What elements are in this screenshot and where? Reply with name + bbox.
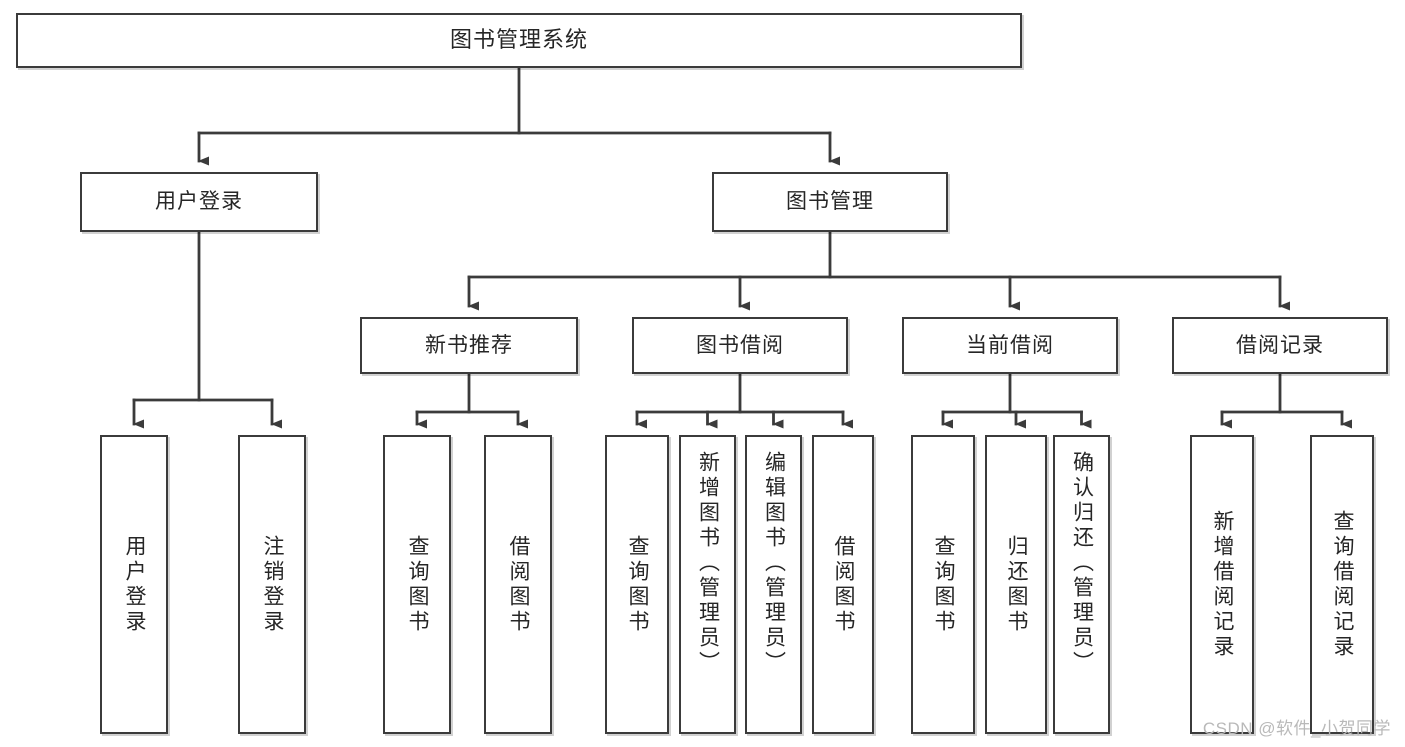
node-label: 借阅记录 <box>1236 333 1324 357</box>
leaf-node-label: 编辑图书（管理员） <box>762 451 786 676</box>
leaf-node-label: 查询图书 <box>406 534 430 635</box>
leaf-node[interactable]: 注销登录 <box>238 435 306 734</box>
leaf-node-label: 确认归还（管理员） <box>1070 451 1094 676</box>
watermark-text: CSDN @软件_小贺同学 <box>1202 719 1391 738</box>
leaf-node-label: 查询借阅记录 <box>1331 509 1355 660</box>
leaf-node-label: 归还图书 <box>1005 534 1029 635</box>
node-borrow-record[interactable]: 借阅记录 <box>1172 317 1388 374</box>
leaf-node-label: 借阅图书 <box>832 534 856 635</box>
node-label: 图书借阅 <box>696 333 784 357</box>
node-label: 图书管理系统 <box>449 27 588 53</box>
node-book-management[interactable]: 图书管理 <box>712 172 948 232</box>
leaf-node[interactable]: 新增图书（管理员） <box>679 435 736 734</box>
leaf-node[interactable]: 查询图书 <box>383 435 451 734</box>
leaf-node-label: 新增图书（管理员） <box>696 451 720 676</box>
leaf-node[interactable]: 借阅图书 <box>484 435 552 734</box>
leaf-node[interactable]: 用户登录 <box>100 435 168 734</box>
leaf-node-label: 查询图书 <box>932 534 956 635</box>
node-label: 用户登录 <box>155 190 243 214</box>
leaf-node[interactable]: 借阅图书 <box>812 435 874 734</box>
leaf-node[interactable]: 确认归还（管理员） <box>1053 435 1110 734</box>
leaf-node-label: 注销登录 <box>261 534 285 635</box>
node-label: 图书管理 <box>786 190 874 214</box>
leaf-node[interactable]: 查询图书 <box>911 435 975 734</box>
leaf-node[interactable]: 查询图书 <box>605 435 669 734</box>
leaf-node-label: 借阅图书 <box>507 534 531 635</box>
leaf-node-label: 查询图书 <box>626 534 650 635</box>
leaf-node-label: 用户登录 <box>123 534 147 635</box>
leaf-node[interactable]: 新增借阅记录 <box>1190 435 1254 734</box>
node-label: 当前借阅 <box>966 333 1054 357</box>
node-user-login[interactable]: 用户登录 <box>80 172 318 232</box>
leaf-node[interactable]: 编辑图书（管理员） <box>745 435 802 734</box>
node-book-borrow[interactable]: 图书借阅 <box>632 317 848 374</box>
node-current-borrow[interactable]: 当前借阅 <box>902 317 1118 374</box>
leaf-node[interactable]: 查询借阅记录 <box>1310 435 1374 734</box>
node-new-book-recommend[interactable]: 新书推荐 <box>360 317 578 374</box>
node-root[interactable]: 图书管理系统 <box>16 13 1022 68</box>
leaf-node[interactable]: 归还图书 <box>985 435 1047 734</box>
leaf-node-label: 新增借阅记录 <box>1211 509 1235 660</box>
node-label: 新书推荐 <box>425 333 513 357</box>
